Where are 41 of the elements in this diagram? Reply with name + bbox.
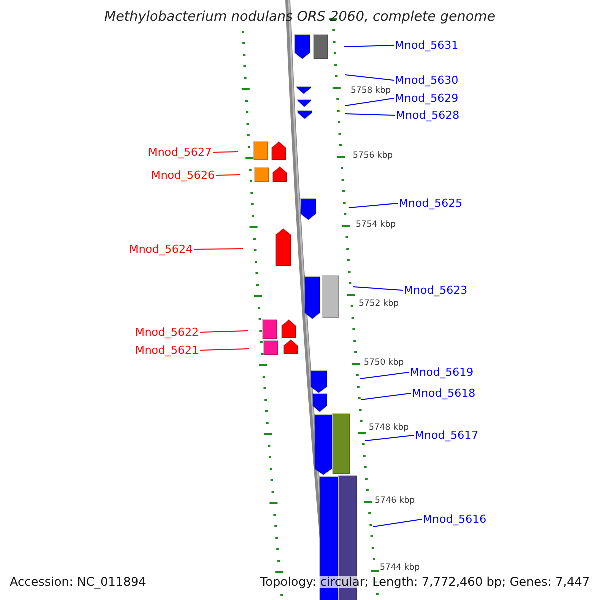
gene-label: Mnod_5626 [151, 170, 215, 181]
gene-label: Mnod_5618 [412, 388, 476, 399]
gene-label: Mnod_5624 [129, 244, 193, 255]
scale-label: 5754 kbp [356, 221, 396, 230]
scale-label: 5748 kbp [369, 424, 410, 432]
gene-label: Mnod_5629 [395, 93, 459, 104]
leader-line [194, 248, 244, 250]
genome-info-text: Topology: circular; Length: 7,772,460 bp; Genes: 7,447 [260, 576, 590, 588]
gene-label: Mnod_5621 [135, 345, 199, 356]
gene-label: Mnod_5623 [404, 285, 468, 296]
leader-line [200, 348, 250, 351]
gene-label: Mnod_5631 [395, 40, 459, 51]
gene-label: Mnod_5616 [423, 514, 487, 525]
leader-line [352, 286, 404, 291]
accession-text: Accession: NC_011894 [10, 576, 146, 588]
leader-line [344, 74, 394, 81]
gene-label: Mnod_5619 [410, 367, 474, 378]
gene-label: Mnod_5627 [148, 147, 212, 158]
scale-label: 5744 kbp [380, 564, 420, 572]
leader-line [216, 174, 240, 176]
map-title: Methylobacterium nodulans ORS 2060, complete genome [103, 11, 497, 24]
leader-line [212, 152, 238, 153]
scale-label: 5746 kbp [375, 497, 416, 506]
leader-line [344, 114, 396, 116]
leader-line [200, 330, 248, 333]
gene-label: Mnod_5625 [399, 198, 463, 209]
leader-line [372, 519, 422, 528]
leader-line [360, 393, 412, 400]
gene-label: Mnod_5628 [396, 110, 460, 121]
leader-line [348, 203, 398, 208]
leader-line [360, 372, 410, 380]
scale-label: 5750 kbp [364, 359, 404, 368]
leader-line [344, 45, 394, 48]
gene-label: Mnod_5617 [415, 430, 479, 441]
scale-label: 5756 kbp [353, 152, 394, 160]
leader-line [364, 435, 414, 442]
gene-label: Mnod_5630 [395, 75, 459, 86]
gene-label: Mnod_5622 [135, 327, 199, 338]
scale-label: 5752 kbp [359, 300, 400, 308]
scale-label: 5758 kbp [351, 87, 392, 96]
leader-line [344, 98, 394, 106]
